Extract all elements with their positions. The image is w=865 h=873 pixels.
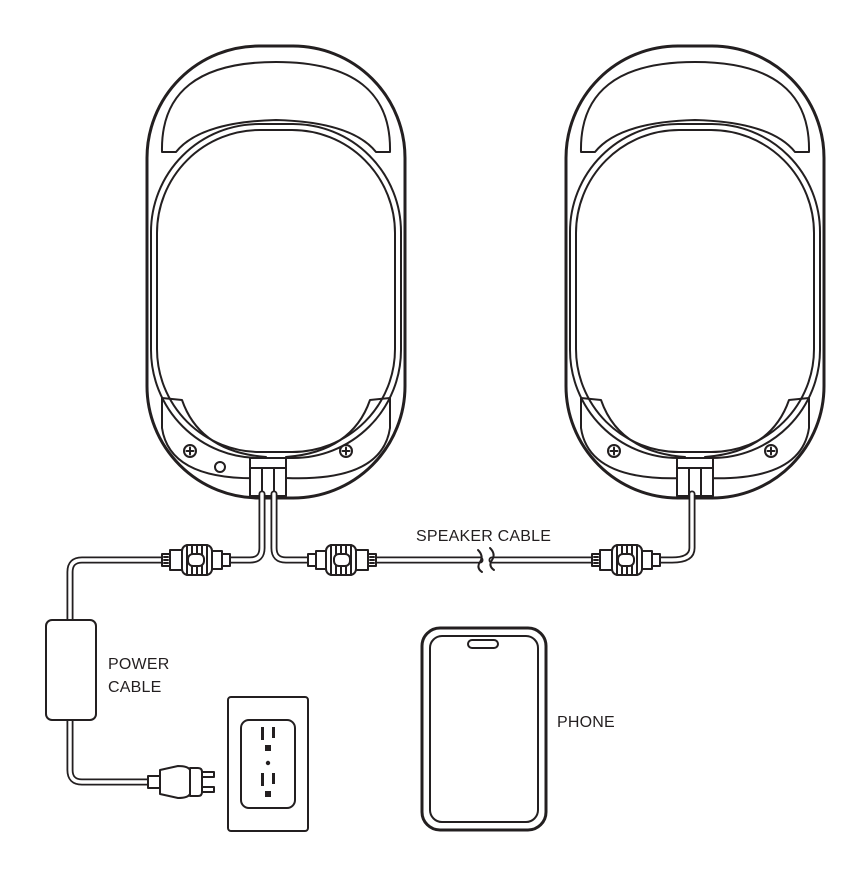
power-cable-label-line2: CABLE — [108, 679, 161, 696]
speaker-cable-label: SPEAKER CABLE — [416, 528, 551, 545]
wall-outlet-icon — [227, 696, 309, 832]
connector-icon — [307, 544, 377, 576]
connector-icon — [591, 544, 661, 576]
speaker-right-icon — [564, 44, 826, 500]
phone-label: PHONE — [557, 714, 615, 731]
cable-routing — [66, 490, 696, 786]
power-adapter-icon — [45, 619, 97, 721]
smartphone-icon — [420, 626, 548, 832]
speaker-left-icon — [145, 44, 407, 500]
power-cable-label-line1: POWER — [108, 656, 169, 673]
power-plug-icon — [147, 765, 215, 799]
connector-icon — [161, 544, 231, 576]
